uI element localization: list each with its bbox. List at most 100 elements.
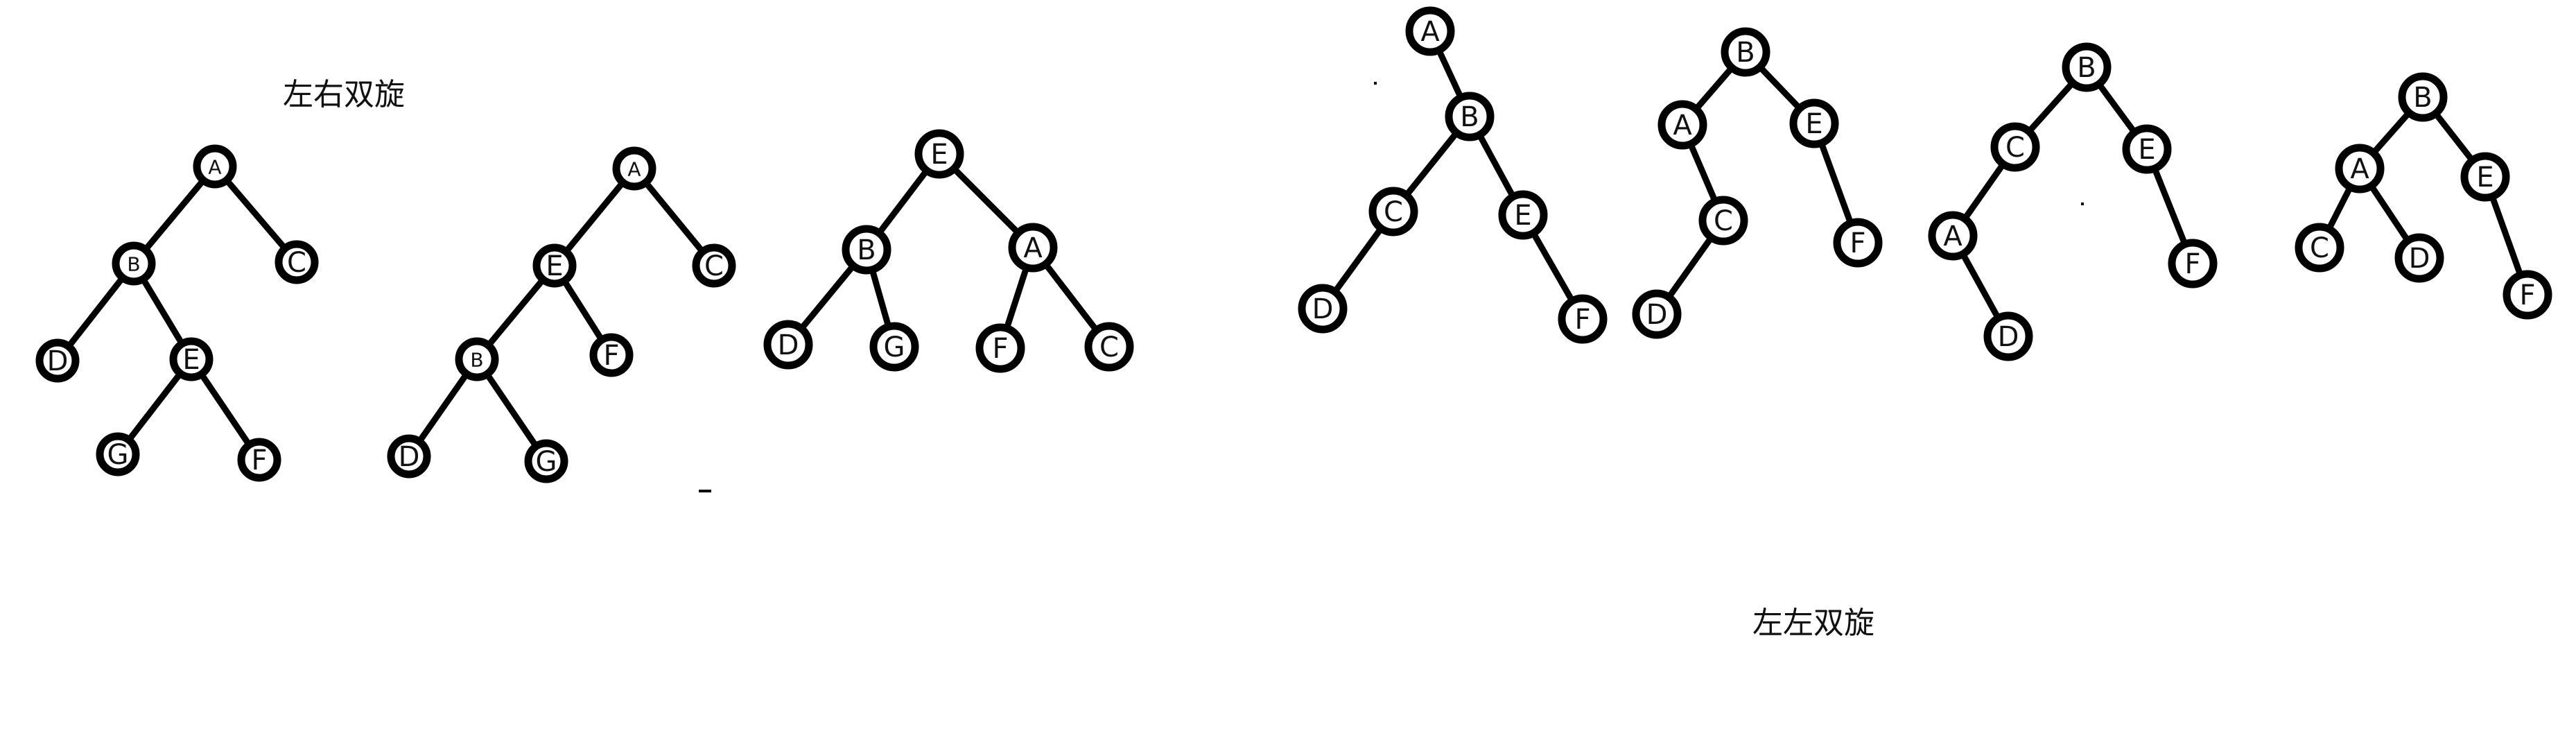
node-label: G [536,446,557,478]
node-circle [1405,6,1455,56]
node-label: C [2310,232,2329,264]
node-label: B [2413,82,2432,114]
tree-node-a: A [2335,144,2385,193]
node-label: D [399,441,420,473]
node-circle [914,129,964,179]
node-label: A [2350,153,2369,185]
node-label: E [546,250,563,282]
node-circle [1657,100,1707,150]
tree-lr-step3: E B A D G F C [763,129,1134,373]
tree-node-e: E [2460,152,2510,202]
node-circle [869,322,919,372]
tree-node-b: B [1721,27,1770,77]
node-label: E [2138,134,2155,166]
node-label: F [1574,304,1590,336]
node-label: E [182,344,200,376]
node-circle [1721,27,1770,77]
edges-layer [54,28,2531,465]
node-label: D [1998,321,2019,353]
stray-mark [1374,82,1377,85]
node-circle [842,225,891,275]
node-circle [532,243,577,288]
node-label: G [107,439,129,471]
node-circle [1368,187,1418,236]
node-circle [1498,190,1548,240]
node-circle [35,338,80,383]
node-circle [1990,122,2040,172]
tree-node-f: F [975,323,1025,373]
tree-node-b: B [1445,92,1495,141]
node-label: F [603,340,619,372]
node-circle [2168,239,2218,289]
right-title-label: 左左双旋 [1752,605,1874,641]
node-circle [275,240,319,284]
node-circle [1928,211,1978,261]
node-circle [763,320,813,370]
tree-ll-step3: B C E A F D [1928,42,2218,361]
node-circle [1789,98,1839,148]
node-circle [169,337,214,381]
tree-node-e: E [532,243,577,288]
node-circle [1983,311,2033,361]
node-label: B [1460,101,1479,133]
node-circle [612,146,656,191]
node-label: D [1646,299,1668,331]
tree-node-e: E [2122,124,2172,174]
node-circle [387,434,431,479]
tree-node-e: E [169,337,214,381]
node-circle [112,241,156,286]
stray-mark [699,490,711,492]
node-label: E [2476,162,2494,193]
node-label: E [1805,108,1822,140]
node-circle [1445,92,1495,141]
node-circle [975,323,1025,373]
node-circle [1833,218,1883,268]
node-label: G [884,332,905,363]
tree-node-c: C [1990,122,2040,172]
node-label: A [1943,221,1963,252]
node-circle [2295,223,2344,273]
stray-mark [2081,203,2084,205]
node-label: E [1514,200,1531,232]
tree-node-g: G [524,439,568,483]
tree-node-c: C [1698,196,1748,246]
tree-lr-step2: A E C B F D G [387,146,736,483]
node-label: B [470,349,483,372]
node-label: C [1384,196,1403,228]
node-label: F [1850,227,1865,259]
node-label: A [208,156,221,179]
tree-node-c: C [1084,322,1134,372]
node-label: D [2409,243,2430,275]
tree-node-f: F [2168,239,2218,289]
node-label: E [930,139,948,171]
tree-node-a: A [612,146,656,191]
node-label: F [992,333,1008,365]
tree-node-c: C [692,243,736,288]
node-circle [2062,42,2112,92]
tree-node-d: D [763,320,813,370]
tree-node-a: A [1008,223,1058,273]
node-circle [193,144,237,189]
tree-node-d: D [387,434,431,479]
tree-node-b: B [2398,72,2448,122]
node-label: A [627,158,641,181]
tree-node-g: G [96,432,140,476]
node-label: D [1312,293,1334,325]
node-label: B [857,234,876,266]
node-label: B [2077,52,2096,84]
node-circle [1632,289,1682,339]
tree-node-g: G [869,322,919,372]
node-label: D [778,329,799,361]
node-circle [692,243,736,288]
tree-node-a: A [193,144,237,189]
node-label: F [2184,248,2200,280]
node-label: A [1023,232,1043,264]
node-circle [2398,72,2448,122]
tree-node-b: B [112,241,156,286]
tree-node-e: E [1498,190,1548,240]
